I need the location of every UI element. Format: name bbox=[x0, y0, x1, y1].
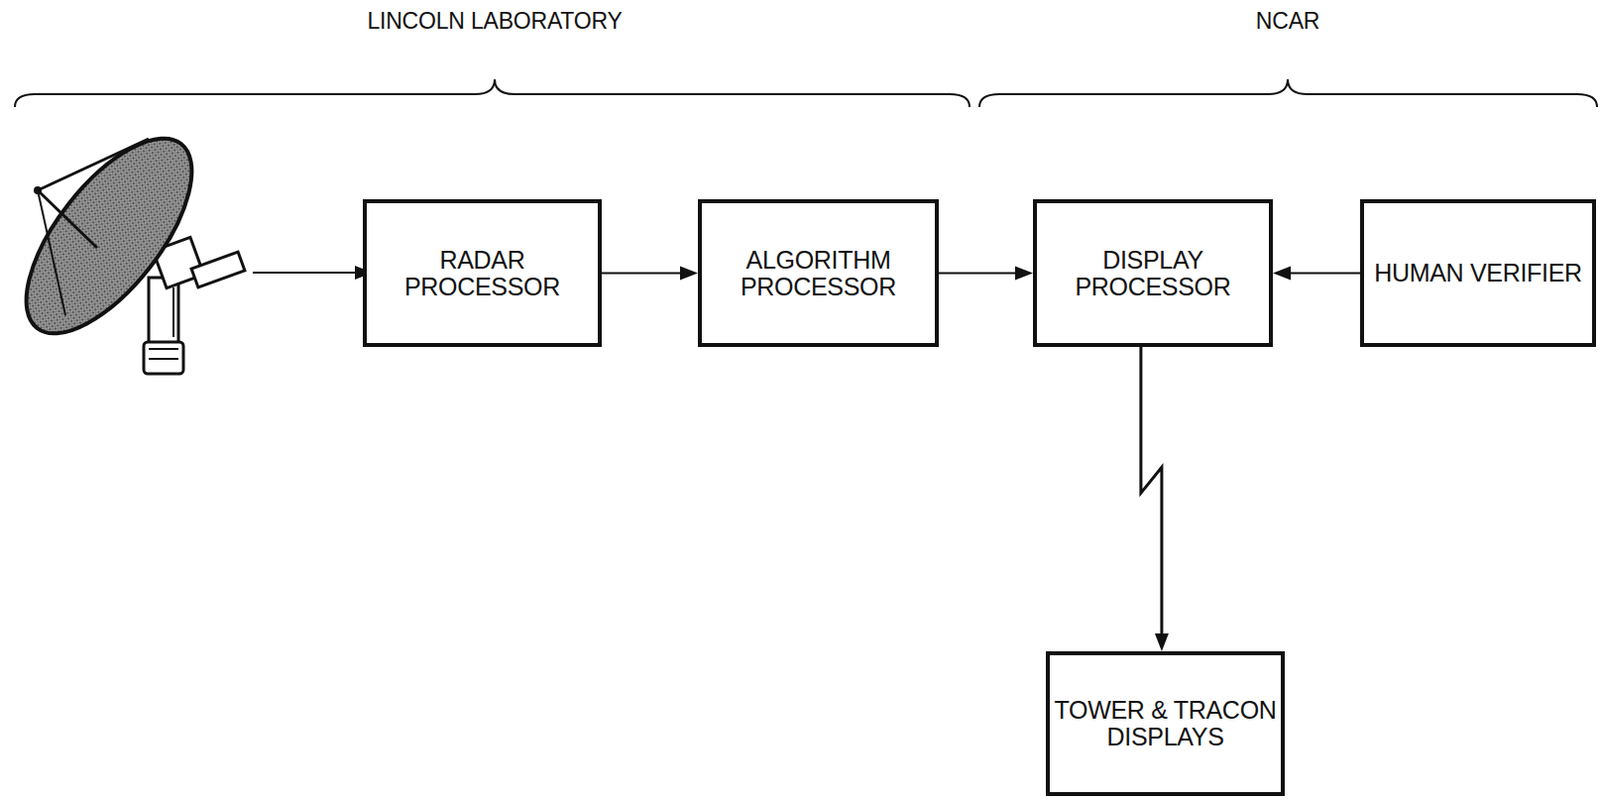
connector bbox=[938, 266, 1033, 281]
connector-line bbox=[601, 272, 685, 275]
arrow-head bbox=[1015, 266, 1033, 281]
box-label: RADAR PROCESSOR bbox=[366, 246, 598, 301]
radar-antenna bbox=[0, 112, 245, 374]
process-box: RADAR PROCESSOR bbox=[362, 199, 602, 347]
arrow-head bbox=[1154, 633, 1169, 652]
process-box: TOWER & TRACON DISPLAYS bbox=[1045, 651, 1285, 797]
connector-line bbox=[1286, 272, 1361, 275]
connector-line bbox=[1141, 346, 1162, 638]
group-bracket bbox=[14, 79, 970, 108]
process-box: HUMAN VERIFIER bbox=[1360, 199, 1597, 347]
box-label: ALGORITHM PROCESSOR bbox=[701, 246, 935, 301]
connector bbox=[601, 266, 698, 281]
group-label: LINCOLN LABORATORY bbox=[366, 7, 622, 35]
group-bracket bbox=[979, 79, 1598, 108]
group-label: NCAR bbox=[1256, 7, 1320, 35]
box-label: DISPLAY PROCESSOR bbox=[1036, 246, 1269, 301]
connector bbox=[1272, 266, 1361, 281]
box-label: TOWER & TRACON DISPLAYS bbox=[1049, 696, 1281, 751]
process-box: DISPLAY PROCESSOR bbox=[1032, 199, 1273, 347]
arrow-head bbox=[1272, 266, 1291, 281]
process-box: ALGORITHM PROCESSOR bbox=[697, 199, 939, 347]
connector bbox=[1141, 346, 1169, 652]
signal-line bbox=[252, 271, 363, 274]
box-label: HUMAN VERIFIER bbox=[1373, 259, 1583, 287]
connector-line bbox=[938, 272, 1020, 275]
arrow-head bbox=[680, 266, 698, 281]
